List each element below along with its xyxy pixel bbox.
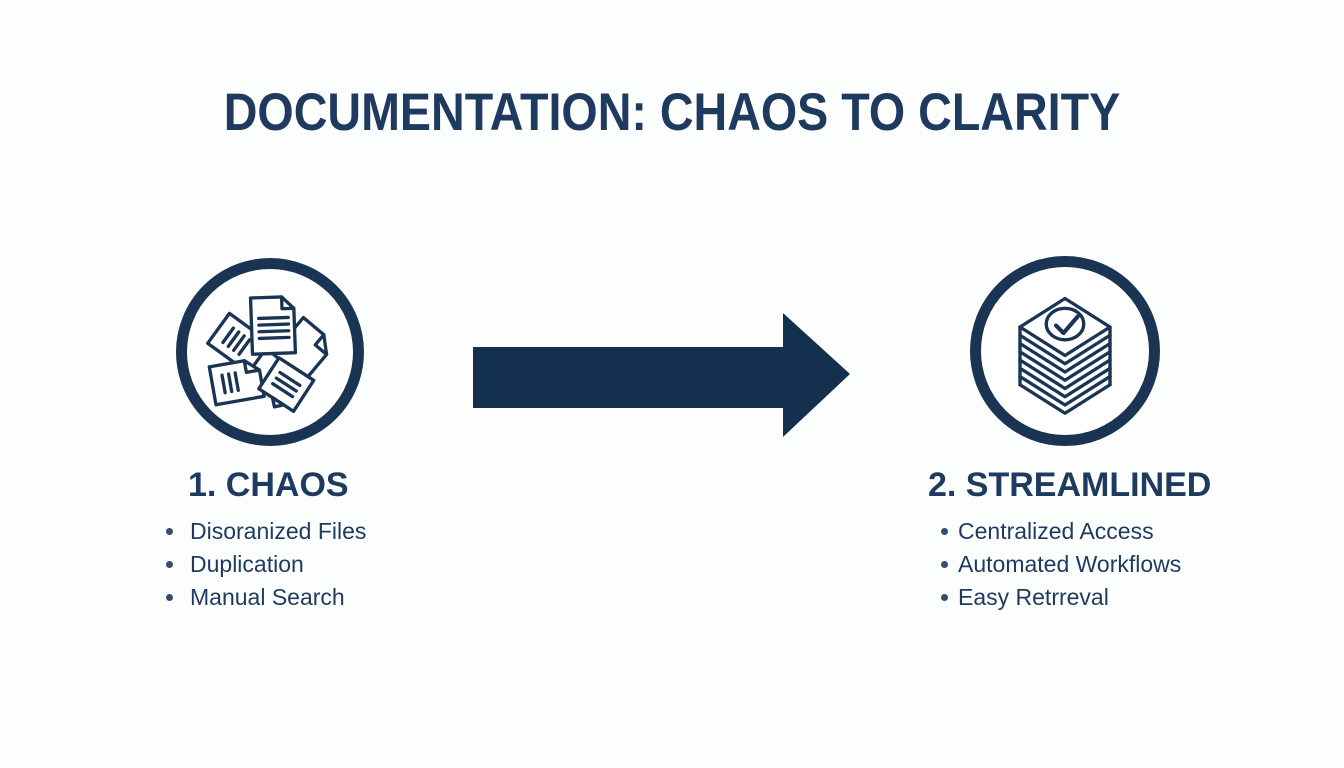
bullet-dot [166, 561, 173, 569]
list-item-label: Duplication [190, 551, 304, 578]
stack-top-sheet [1018, 296, 1112, 358]
page-title: DOCUMENTATION: CHAOS TO CLARITY [223, 83, 1121, 142]
bullet-dot [941, 594, 948, 602]
paper-tilted-left [206, 311, 272, 375]
chaos-list: Disoranized Files Duplication Manual Sea… [162, 515, 366, 614]
list-item-label: Disoranized Files [190, 518, 367, 545]
list-item: Easy Retrreval [928, 581, 1211, 614]
list-item: Automated Workflows [928, 548, 1211, 581]
list-item-label: Automated Workflows [958, 551, 1182, 578]
paper-top-center [248, 295, 298, 356]
scattered-documents-icon [206, 295, 329, 414]
chaos-circle-badge [176, 258, 364, 446]
bullet-dot [941, 528, 948, 536]
paper-bottom-middle [257, 356, 316, 414]
streamlined-list: Centralized Access Automated Workflows E… [928, 515, 1211, 614]
list-item: Duplication [162, 548, 366, 581]
streamlined-heading: 2. STREAMLINED [928, 466, 1212, 504]
stack-lower-sheets [1018, 325, 1112, 415]
list-item: Manual Search [162, 581, 366, 614]
list-item: Centralized Access [928, 515, 1211, 548]
bullet-dot [941, 561, 948, 569]
streamlined-circle-badge [970, 256, 1160, 446]
chaos-section: 1. CHAOS Disoranized Files Duplication M… [162, 466, 366, 614]
streamlined-section: 2. STREAMLINED Centralized Access Automa… [928, 466, 1211, 614]
check-icon [1053, 314, 1080, 336]
paper-lower-left [207, 359, 266, 407]
right-arrow-icon [473, 313, 850, 437]
list-item-label: Manual Search [190, 584, 345, 611]
bullet-dot [166, 528, 173, 536]
list-item: Disoranized Files [162, 515, 366, 548]
document-stack-check-icon [1018, 296, 1112, 415]
bullet-dot [166, 594, 173, 602]
chaos-heading: 1. CHAOS [188, 466, 349, 504]
list-item-label: Easy Retrreval [958, 584, 1109, 611]
list-item-label: Centralized Access [958, 518, 1154, 545]
